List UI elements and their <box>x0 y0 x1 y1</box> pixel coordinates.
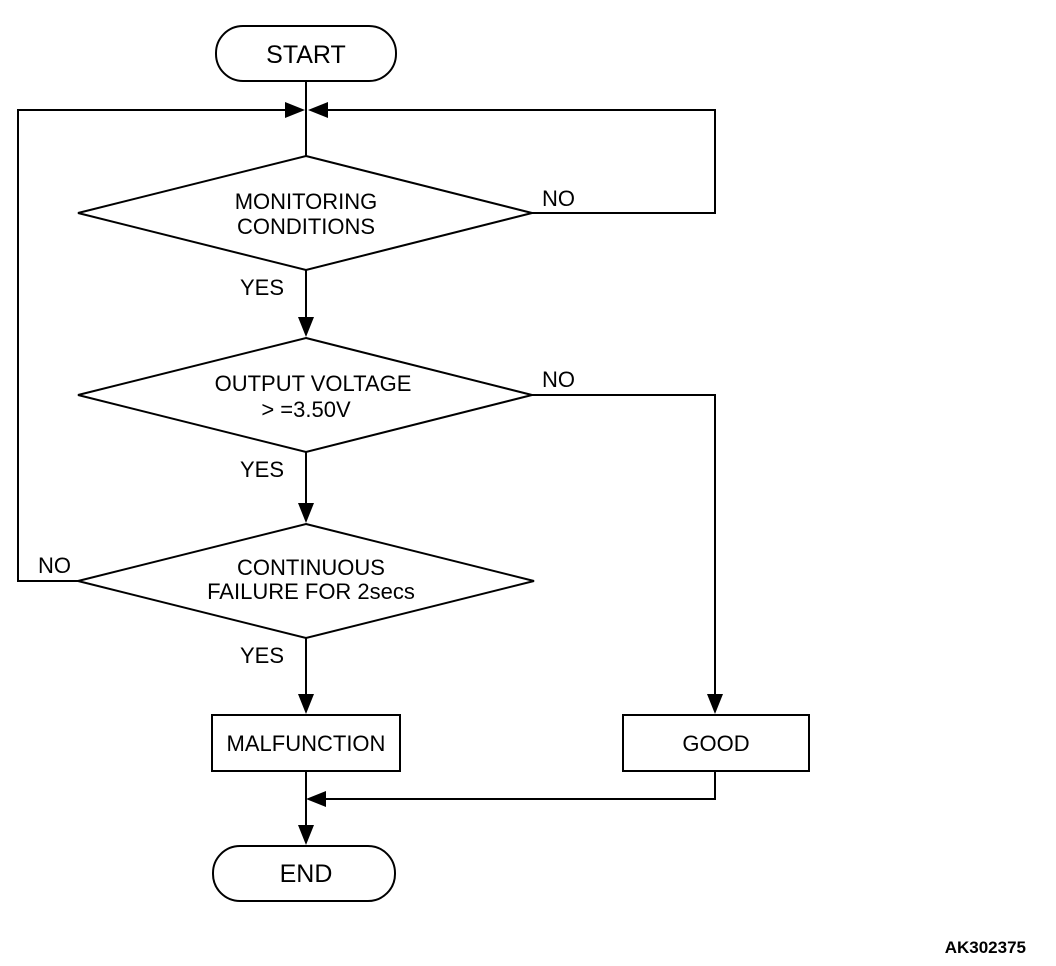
decision3-no-label: NO <box>38 553 71 578</box>
connector-loop-left <box>17 109 300 582</box>
end-label: END <box>280 860 333 888</box>
arrowhead-d2-d3 <box>298 503 314 523</box>
malfunction-box <box>211 714 401 772</box>
arrowhead-loop-right <box>308 102 328 118</box>
connector-d2-good <box>532 394 716 700</box>
end-terminal <box>212 845 396 902</box>
decision3-label-line2: FAILURE FOR 2secs <box>207 579 415 604</box>
decision3-yes-label: YES <box>240 643 284 668</box>
good-box <box>622 714 810 772</box>
arrowhead-malfunction-end <box>298 825 314 845</box>
decision1-label-line1: MONITORING <box>235 189 378 214</box>
arrowhead-d1-d2 <box>298 317 314 337</box>
arrowhead-d3-malfunction <box>298 694 314 714</box>
decision3-label-line1: CONTINUOUS <box>237 555 385 580</box>
start-label: START <box>266 41 346 69</box>
decision1-label-line2: CONDITIONS <box>237 214 375 239</box>
decision1-yes-label: YES <box>240 275 284 300</box>
decision1-no-label: NO <box>542 186 575 211</box>
connector-loop-right <box>312 109 716 214</box>
decision2-no-label: NO <box>542 367 575 392</box>
good-label: GOOD <box>682 731 749 756</box>
decision2-label-line1: OUTPUT VOLTAGE <box>215 371 412 396</box>
arrowhead-good-end <box>306 791 326 807</box>
figure-code: AK302375 <box>945 938 1026 957</box>
malfunction-label: MALFUNCTION <box>227 731 386 756</box>
decision2-yes-label: YES <box>240 457 284 482</box>
connector-good-end <box>322 771 716 800</box>
arrowhead-d2-good <box>707 694 723 714</box>
arrowhead-loop-left <box>285 102 305 118</box>
decision2-label-line2: > =3.50V <box>261 397 351 422</box>
